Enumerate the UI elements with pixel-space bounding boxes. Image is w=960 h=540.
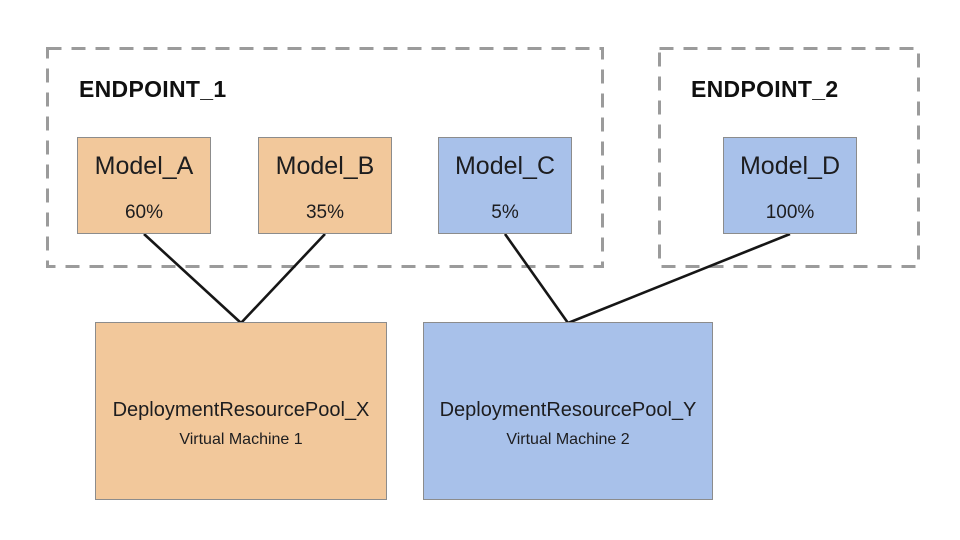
model-b-label: Model_B	[275, 152, 375, 180]
model-a-box: Model_A 60%	[77, 137, 211, 234]
model-b-box: Model_B 35%	[258, 137, 392, 234]
endpoint-1-title: ENDPOINT_1	[79, 76, 227, 102]
model-d-traffic: 100%	[765, 202, 815, 223]
pool-x-machine-label: Virtual Machine 1	[179, 431, 303, 448]
endpoint-1-box: ENDPOINT_1	[46, 47, 604, 268]
model-a-traffic: 60%	[124, 202, 164, 223]
model-b-traffic: 35%	[305, 202, 345, 223]
pool-y-label: DeploymentResourcePool_Y	[439, 399, 697, 421]
endpoint-2-title: ENDPOINT_2	[691, 76, 839, 102]
model-c-box: Model_C 5%	[438, 137, 572, 234]
model-c-traffic: 5%	[491, 202, 519, 223]
endpoint-2-box: ENDPOINT_2	[658, 47, 920, 268]
pool-y-box: DeploymentResourcePool_Y Virtual Machine…	[423, 322, 713, 500]
model-c-label: Model_C	[454, 152, 556, 180]
model-a-label: Model_A	[94, 152, 194, 180]
pool-y-machine-label: Virtual Machine 2	[506, 431, 630, 448]
pool-x-label: DeploymentResourcePool_X	[112, 399, 370, 421]
model-d-label: Model_D	[739, 152, 841, 180]
pool-x-box: DeploymentResourcePool_X Virtual Machine…	[95, 322, 387, 500]
model-d-box: Model_D 100%	[723, 137, 857, 234]
